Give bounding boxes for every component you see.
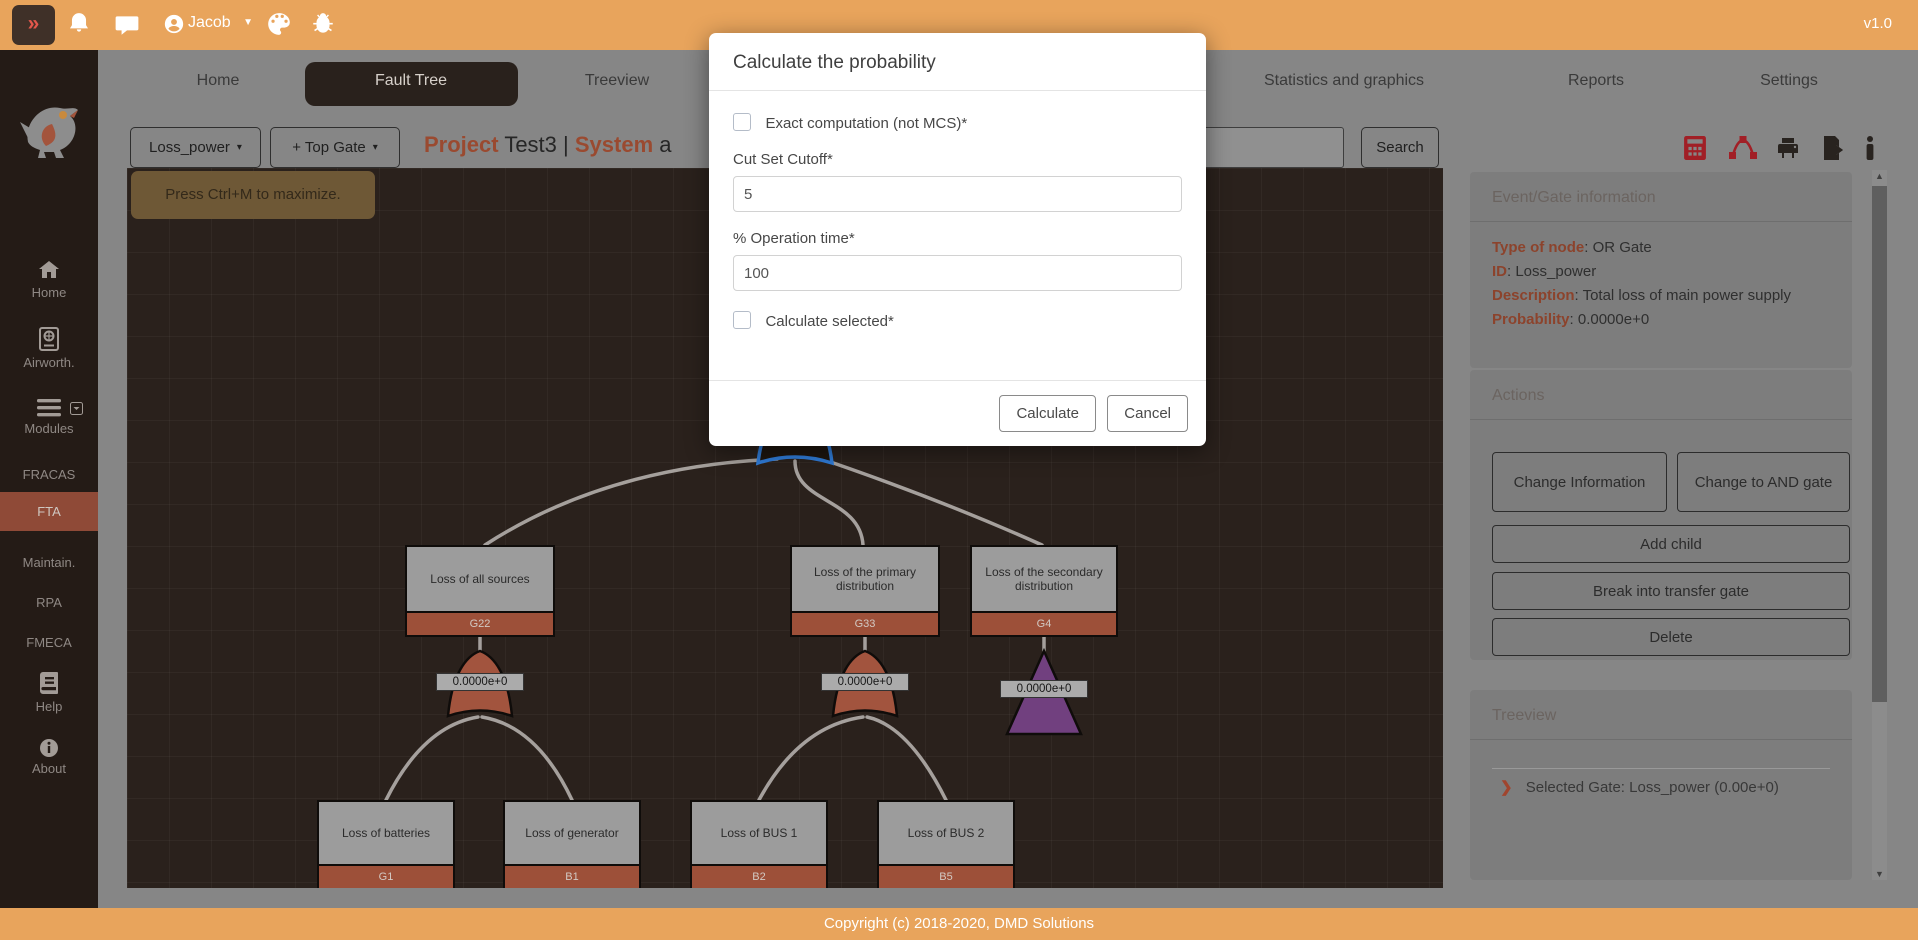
- operation-time-input[interactable]: [733, 255, 1182, 291]
- tab-fault-tree[interactable]: Fault Tree: [374, 72, 448, 89]
- dropdown-square-icon[interactable]: [70, 402, 83, 418]
- project-title: Project Test3 | System a: [424, 132, 672, 157]
- tree-node-g33[interactable]: Loss of the primary distribution G33: [790, 545, 940, 637]
- change-to-and-gate-button[interactable]: Change to AND gate: [1677, 452, 1850, 512]
- book-icon: [37, 672, 61, 699]
- actions-card-header: Actions: [1470, 370, 1852, 420]
- calculate-probability-modal: Calculate the probability Exact computat…: [709, 33, 1206, 446]
- calculate-selected-checkbox[interactable]: [733, 311, 751, 329]
- info-row-probability: Probability: 0.0000e+0: [1492, 311, 1650, 328]
- app-version: v1.0: [1863, 15, 1892, 32]
- cancel-button[interactable]: Cancel: [1107, 395, 1188, 432]
- tree-node-b1[interactable]: Loss of generator B1: [503, 800, 641, 888]
- probability-chip-g4: 0.0000e+0: [1000, 680, 1088, 698]
- sidebar-item-fracas[interactable]: FRACAS: [22, 467, 76, 482]
- tab-settings[interactable]: Settings: [1760, 72, 1818, 89]
- tree-node-g4[interactable]: Loss of the secondary distribution G4: [970, 545, 1118, 637]
- gate-select-dropdown[interactable]: Loss_power▾: [130, 127, 261, 168]
- tab-reports[interactable]: Reports: [1567, 72, 1625, 89]
- scroll-up-arrow[interactable]: ▲: [1875, 171, 1884, 181]
- tree-node-b5[interactable]: Loss of BUS 2 B5: [877, 800, 1015, 888]
- user-circle-icon[interactable]: [163, 13, 185, 40]
- chat-icon[interactable]: [113, 12, 141, 43]
- user-menu[interactable]: Jacob ▼: [188, 14, 253, 32]
- info-row-type: Type of node: OR Gate: [1492, 239, 1652, 256]
- maximize-tooltip: Press Ctrl+M to maximize.: [131, 171, 375, 219]
- footer-copyright: Copyright (c) 2018-2020, DMD Solutions: [0, 908, 1918, 940]
- caret-down-icon: ▾: [372, 141, 378, 153]
- sidebar-expand-button[interactable]: »: [12, 5, 55, 45]
- passport-icon: [38, 327, 60, 355]
- info-row-id: ID: Loss_power: [1492, 263, 1597, 280]
- chevron-right-icon: ❯: [1500, 779, 1513, 796]
- info-circle-icon: [39, 739, 59, 761]
- delete-button[interactable]: Delete: [1492, 618, 1850, 656]
- event-gate-info-card: Event/Gate information Type of node: OR …: [1470, 172, 1852, 368]
- actions-card: Actions Change Information Change to AND…: [1470, 370, 1852, 660]
- tree-node-g1[interactable]: Loss of batteries G1: [317, 800, 455, 888]
- sidebar-item-fmeca[interactable]: FMECA: [26, 635, 72, 650]
- sidebar-item-fta[interactable]: FTA: [0, 492, 98, 531]
- sidebar-item-help[interactable]: Help: [0, 670, 98, 714]
- tab-treeview[interactable]: Treeview: [584, 72, 650, 89]
- operation-time-label: % Operation time*: [733, 230, 855, 247]
- calculate-selected-label: Calculate selected*: [765, 313, 894, 330]
- sidebar-item-airworthiness[interactable]: Airworth.: [0, 326, 98, 370]
- tab-statistics[interactable]: Statistics and graphics: [1263, 72, 1425, 89]
- treeview-selected-gate[interactable]: ❯ Selected Gate: Loss_power (0.00e+0): [1500, 779, 1779, 796]
- search-input[interactable]: [1192, 127, 1344, 168]
- cutset-diagram-icon[interactable]: [1728, 136, 1758, 165]
- tree-node-b2[interactable]: Loss of BUS 1 B2: [690, 800, 828, 888]
- probability-chip-g22: 0.0000e+0: [436, 673, 524, 691]
- scrollbar-thumb[interactable]: [1872, 186, 1887, 702]
- user-name: Jacob: [188, 14, 231, 31]
- sidebar: Home Airworth. Modules FRACAS FTA Mainta…: [0, 50, 98, 908]
- add-child-button[interactable]: Add child: [1492, 525, 1850, 563]
- info-row-description: Description: Total loss of main power su…: [1492, 287, 1792, 304]
- panel-scrollbar[interactable]: ▲ ▼: [1872, 170, 1887, 880]
- bell-icon[interactable]: [66, 11, 92, 42]
- caret-down-icon: ▾: [236, 141, 242, 153]
- sidebar-item-rpa[interactable]: RPA: [36, 595, 62, 610]
- scroll-down-arrow[interactable]: ▼: [1875, 869, 1884, 879]
- hamburger-icon: [37, 399, 61, 421]
- sidebar-item-maintain[interactable]: Maintain.: [22, 555, 76, 570]
- probability-chip-g33: 0.0000e+0: [821, 673, 909, 691]
- break-into-transfer-gate-button[interactable]: Break into transfer gate: [1492, 572, 1850, 610]
- tree-node-g22[interactable]: Loss of all sources G22: [405, 545, 555, 637]
- cut-set-cutoff-label: Cut Set Cutoff*: [733, 151, 833, 168]
- info-card-header: Event/Gate information: [1470, 172, 1852, 222]
- change-information-button[interactable]: Change Information: [1492, 452, 1667, 512]
- logo-bird-icon: [16, 98, 84, 169]
- export-icon[interactable]: [1822, 136, 1848, 165]
- palette-icon[interactable]: [266, 11, 292, 42]
- home-icon: [36, 261, 62, 285]
- info-icon[interactable]: [1864, 136, 1876, 165]
- treeview-card: Treeview ❯ Selected Gate: Loss_power (0.…: [1470, 690, 1852, 880]
- calculate-button[interactable]: Calculate: [999, 395, 1096, 432]
- tab-home[interactable]: Home: [196, 72, 240, 89]
- top-gate-dropdown[interactable]: + Top Gate▾: [270, 127, 400, 168]
- divider: [1492, 768, 1830, 769]
- sidebar-item-home[interactable]: Home: [0, 258, 98, 300]
- exact-computation-checkbox[interactable]: [733, 113, 751, 131]
- calculator-icon[interactable]: [1684, 136, 1706, 165]
- modal-title: Calculate the probability: [709, 33, 1206, 91]
- treeview-card-header: Treeview: [1470, 690, 1852, 740]
- bug-icon[interactable]: [310, 11, 336, 42]
- tab-fault-tree-pill: [305, 62, 518, 106]
- sidebar-item-modules[interactable]: Modules: [0, 398, 98, 436]
- exact-computation-label: Exact computation (not MCS)*: [765, 115, 968, 132]
- sidebar-item-about[interactable]: About: [0, 738, 98, 776]
- search-button[interactable]: Search: [1361, 127, 1439, 168]
- print-icon[interactable]: [1776, 136, 1800, 165]
- cut-set-cutoff-input[interactable]: [733, 176, 1182, 212]
- chevron-down-icon: ▼: [243, 17, 254, 28]
